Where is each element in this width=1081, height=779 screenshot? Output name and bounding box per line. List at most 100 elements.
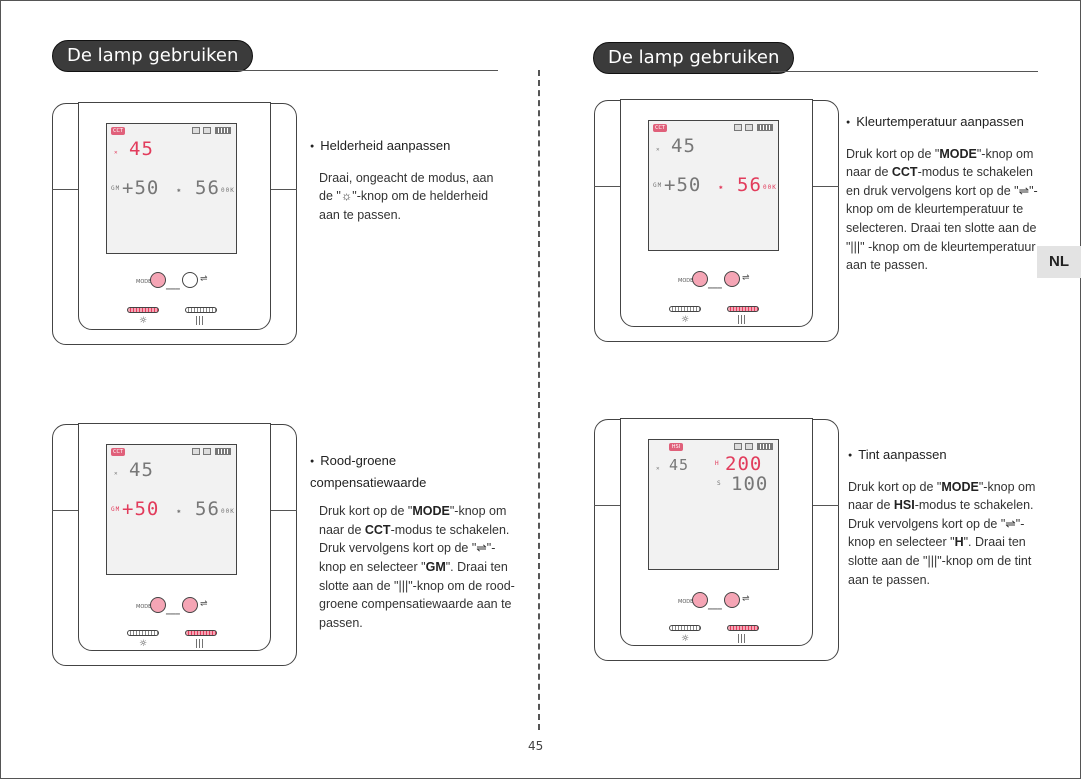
lcd-screen: CCT ✕ 45 GM +50 ✱ 56 00K bbox=[106, 123, 237, 254]
mode-label: MODE bbox=[678, 278, 694, 284]
status-icon bbox=[192, 448, 200, 455]
status-icon bbox=[203, 448, 211, 455]
mode-button[interactable] bbox=[150, 272, 166, 288]
body-cct: Druk kort op de "MODE"-knop om naar de C… bbox=[846, 146, 1038, 273]
swap-icon: ⇌ bbox=[742, 594, 750, 604]
mode-button[interactable] bbox=[692, 592, 708, 608]
scale-icon: ▔▔▔ bbox=[708, 609, 722, 616]
mode-badge: HSI bbox=[669, 443, 683, 451]
header-rule-left bbox=[230, 70, 498, 71]
swap-icon: ⇌ bbox=[200, 274, 208, 284]
dim-indicator: ✕ bbox=[114, 149, 119, 156]
dim-value: 45 bbox=[129, 138, 154, 160]
swap-icon: ⇌ bbox=[742, 273, 750, 283]
language-tab: NL bbox=[1037, 246, 1081, 278]
brightness-dial[interactable] bbox=[127, 630, 159, 636]
gm-value: +50 bbox=[664, 174, 702, 196]
swap-button[interactable] bbox=[182, 597, 198, 613]
brightness-icon: ☼ bbox=[681, 634, 690, 644]
mode-badge: CCT bbox=[111, 127, 125, 135]
cct-indicator: ✱ bbox=[177, 508, 182, 515]
gm-label: GM bbox=[111, 185, 121, 192]
status-icon bbox=[745, 443, 753, 450]
device-illustration-gm: CCT ✕ 45 GM +50 ✱ 56 00K MODE ⇌ ▔▔▔ ☼ ||… bbox=[52, 423, 297, 666]
page-divider bbox=[538, 70, 540, 730]
lcd-screen: HSI ✕ 45 H 200 S 100 bbox=[648, 439, 779, 570]
title-hsi: Tint aanpassen bbox=[848, 446, 1048, 468]
brightness-icon: ☼ bbox=[681, 315, 690, 325]
section-header-right: De lamp gebruiken bbox=[593, 42, 795, 74]
brightness-icon: ☼ bbox=[139, 316, 148, 326]
slider-icon: ||| bbox=[195, 639, 205, 649]
lcd-screen: CCT ✕ 45 GM +50 ✱ 56 00K bbox=[648, 120, 779, 251]
title-gm: Rood-groene compensatiewaarde bbox=[310, 452, 460, 492]
mode-badge: CCT bbox=[653, 124, 667, 132]
hue-value: 200 bbox=[725, 453, 763, 475]
scale-icon: ▔▔▔ bbox=[166, 289, 180, 296]
mode-button[interactable] bbox=[150, 597, 166, 613]
body-gm: Druk kort op de "MODE"-knop om naar de C… bbox=[319, 504, 515, 630]
mode-label: MODE bbox=[136, 604, 152, 610]
battery-icon bbox=[215, 448, 231, 455]
body-hsi: Druk kort op de "MODE"-knop om naar de H… bbox=[848, 479, 1036, 587]
dim-indicator: ✕ bbox=[114, 470, 119, 477]
dim-value: 45 bbox=[129, 459, 154, 481]
battery-icon bbox=[757, 124, 773, 131]
dim-indicator: ✕ bbox=[656, 146, 661, 153]
scale-icon: ▔▔▔ bbox=[166, 614, 180, 621]
mode-label: MODE bbox=[136, 279, 152, 285]
cct-indicator: ✱ bbox=[177, 187, 182, 194]
body-brightness: Draai, ongeacht de modus, aan de "☼"-kno… bbox=[319, 170, 494, 222]
status-icon bbox=[192, 127, 200, 134]
brightness-dial[interactable] bbox=[127, 307, 159, 313]
dim-value: 45 bbox=[669, 456, 690, 474]
device-illustration-brightness: CCT ✕ 45 GM +50 ✱ 56 00K MODE ⇌ ▔▔▔ ☼ ||… bbox=[52, 102, 297, 345]
swap-button[interactable] bbox=[724, 271, 740, 287]
device-illustration-cct: CCT ✕ 45 GM +50 ✱ 56 00K MODE ⇌ ▔▔▔ ☼ ||… bbox=[594, 99, 839, 342]
text-gm: Rood-groene compensatiewaarde Druk kort … bbox=[310, 452, 515, 632]
swap-button[interactable] bbox=[724, 592, 740, 608]
gm-label: GM bbox=[653, 182, 663, 189]
brightness-dial[interactable] bbox=[669, 306, 701, 312]
cct-unit: 00K bbox=[221, 508, 235, 515]
text-cct: Kleurtemperatuur aanpassen Druk kort op … bbox=[846, 113, 1038, 275]
status-icon bbox=[745, 124, 753, 131]
text-hsi: Tint aanpassen Druk kort op de "MODE"-kn… bbox=[848, 446, 1048, 589]
value-dial[interactable] bbox=[727, 306, 759, 312]
sat-label: S bbox=[717, 480, 722, 487]
scale-icon: ▔▔▔ bbox=[708, 288, 722, 295]
title-brightness: Helderheid aanpassen bbox=[310, 137, 510, 159]
cct-indicator: ✱ bbox=[719, 184, 724, 191]
status-icon bbox=[734, 443, 742, 450]
cct-unit: 00K bbox=[763, 184, 777, 191]
cct-unit: 00K bbox=[221, 187, 235, 194]
slider-icon: ||| bbox=[195, 316, 205, 326]
swap-button[interactable] bbox=[182, 272, 198, 288]
lcd-screen: CCT ✕ 45 GM +50 ✱ 56 00K bbox=[106, 444, 237, 575]
sat-value: 100 bbox=[731, 473, 769, 495]
status-icon bbox=[203, 127, 211, 134]
hue-label: H bbox=[715, 460, 720, 467]
brightness-dial[interactable] bbox=[669, 625, 701, 631]
gm-label: GM bbox=[111, 506, 121, 513]
value-dial[interactable] bbox=[727, 625, 759, 631]
slider-icon: ||| bbox=[737, 634, 747, 644]
dim-indicator: ✕ bbox=[656, 465, 661, 472]
brightness-icon: ☼ bbox=[139, 639, 148, 649]
section-header-left: De lamp gebruiken bbox=[52, 40, 254, 72]
value-dial[interactable] bbox=[185, 307, 217, 313]
battery-icon bbox=[757, 443, 773, 450]
cct-value: 56 bbox=[737, 174, 762, 196]
mode-button[interactable] bbox=[692, 271, 708, 287]
battery-icon bbox=[215, 127, 231, 134]
page-number: 45 bbox=[528, 739, 544, 753]
dim-value: 45 bbox=[671, 135, 696, 157]
value-dial[interactable] bbox=[185, 630, 217, 636]
gm-value: +50 bbox=[122, 177, 160, 199]
cct-value: 56 bbox=[195, 498, 220, 520]
header-rule-right bbox=[771, 71, 1038, 72]
cct-value: 56 bbox=[195, 177, 220, 199]
title-cct: Kleurtemperatuur aanpassen bbox=[846, 113, 1038, 135]
mode-label: MODE bbox=[678, 599, 694, 605]
device-illustration-hsi: HSI ✕ 45 H 200 S 100 MODE ⇌ ▔▔▔ ☼ ||| bbox=[594, 418, 839, 661]
